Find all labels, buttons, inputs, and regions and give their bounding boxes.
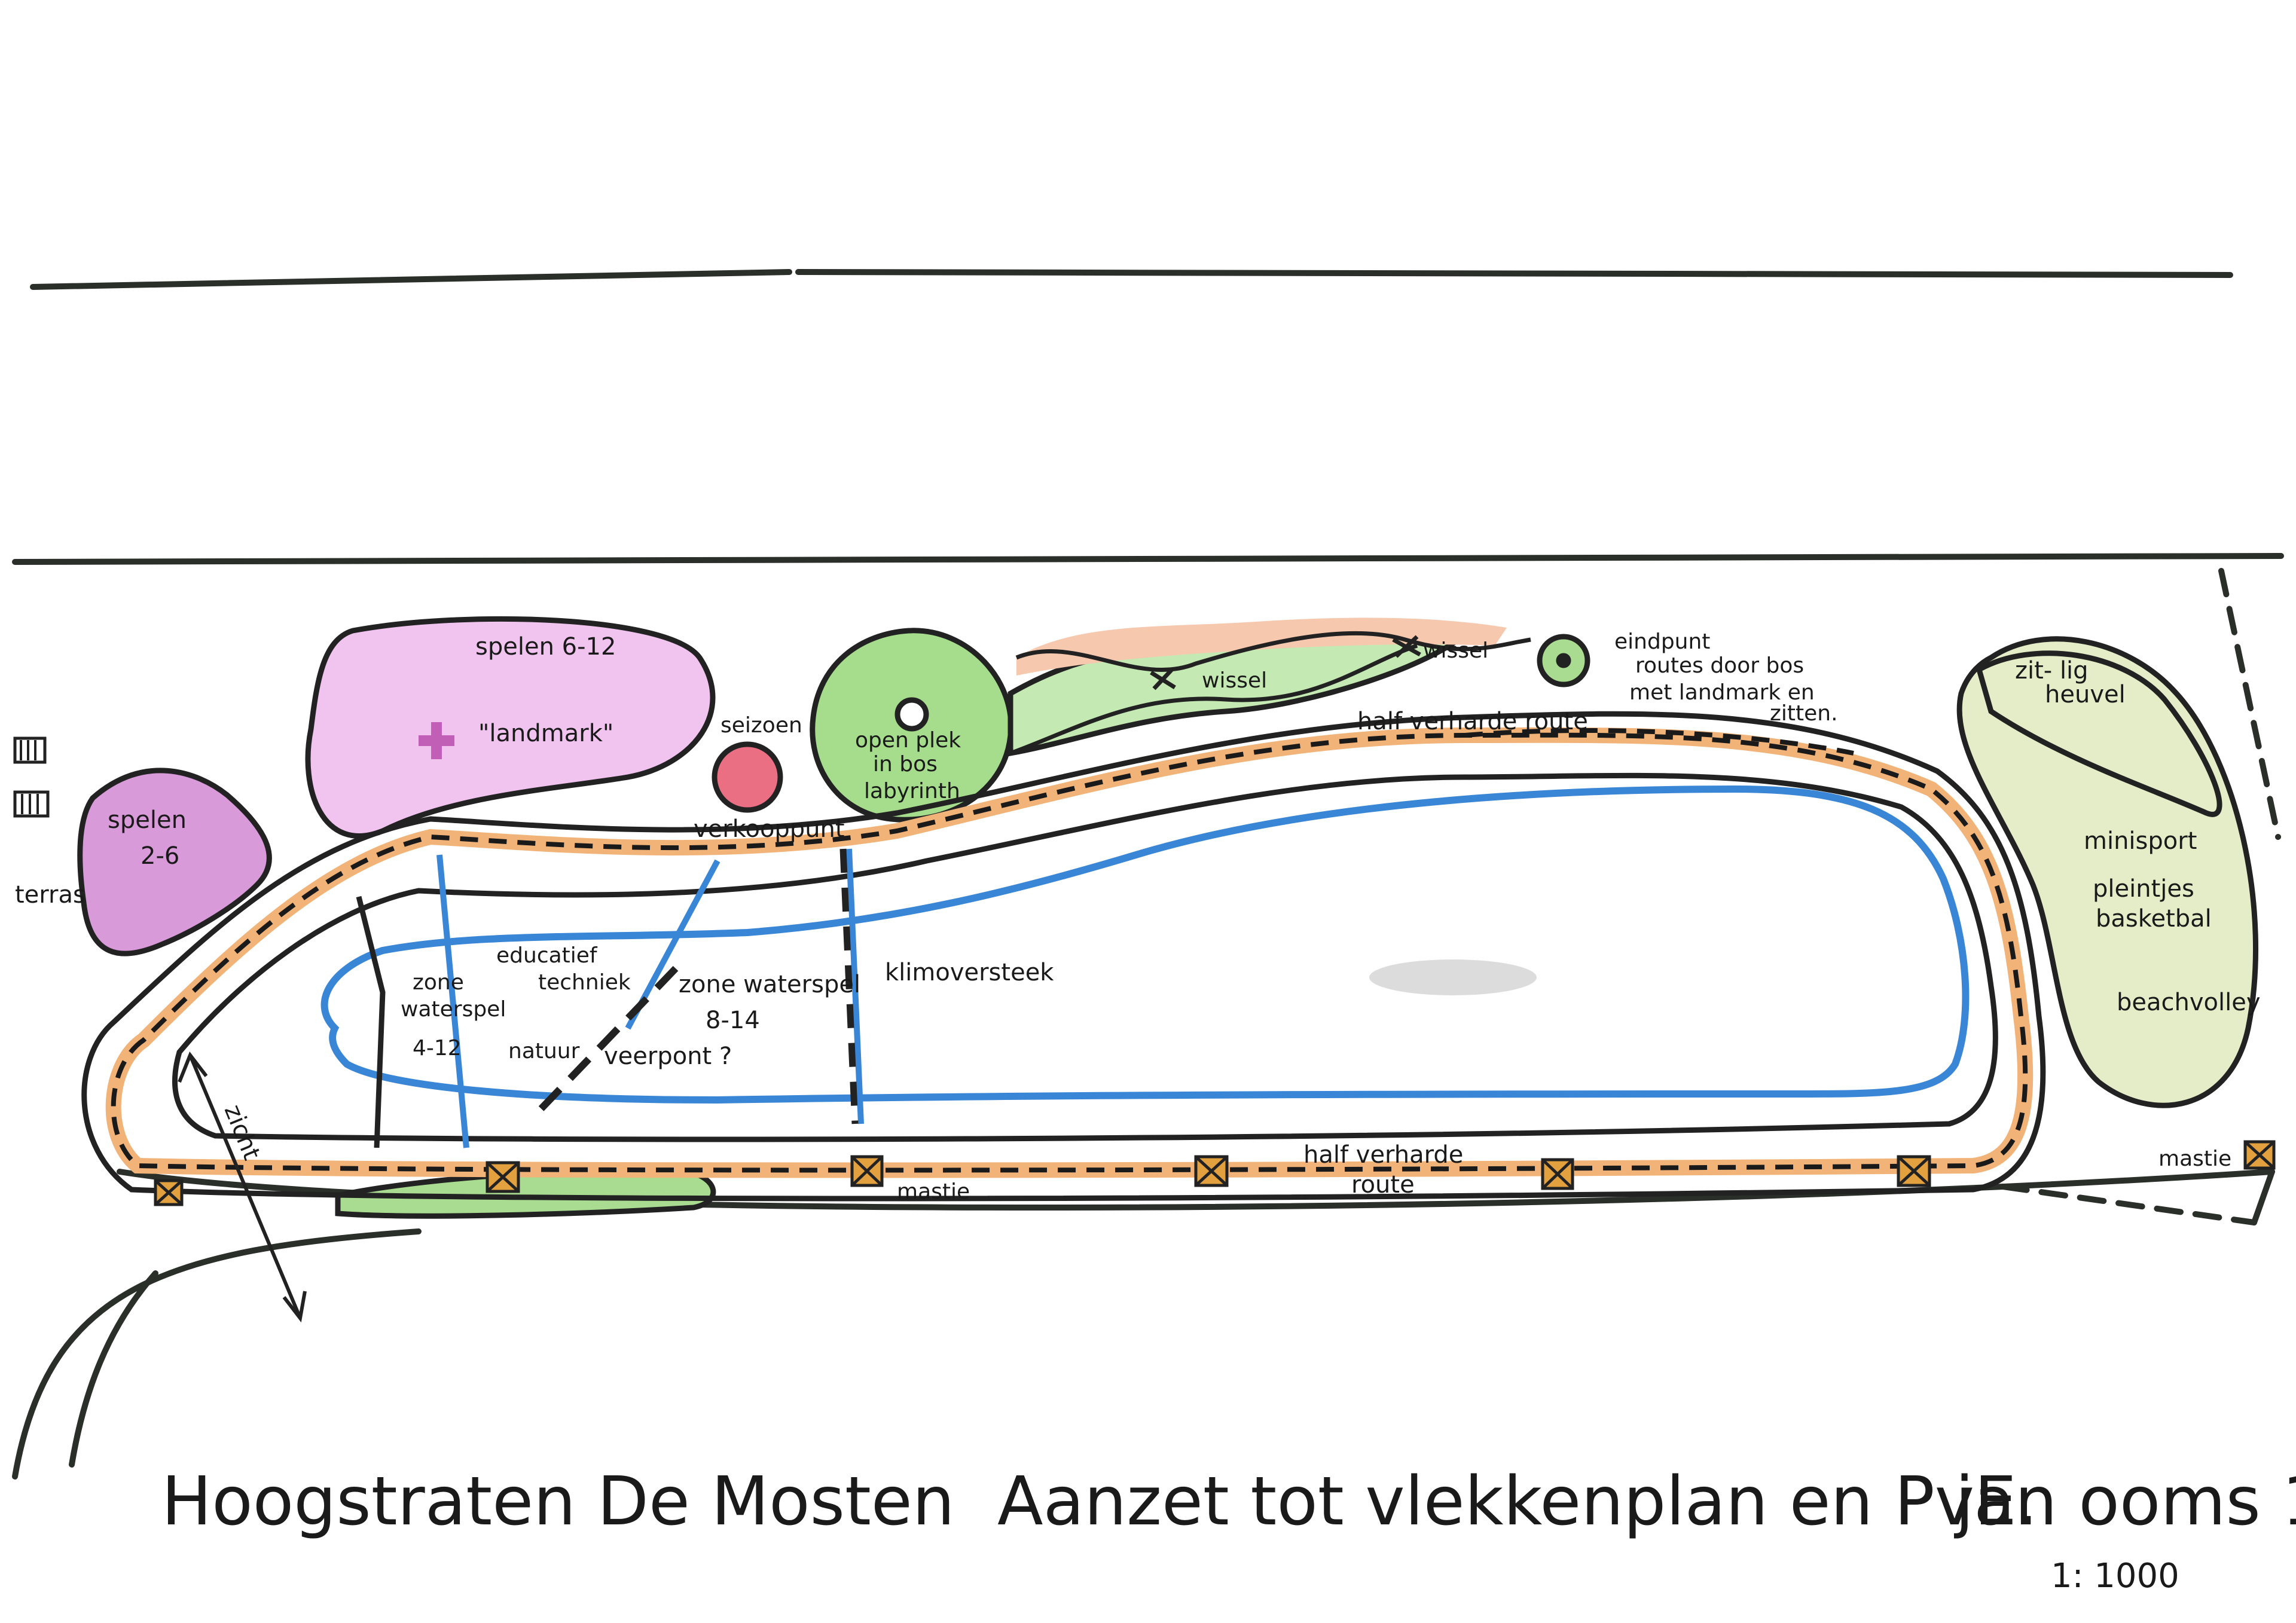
zit-lig-heuvel-inner (1976, 650, 2222, 817)
mast-icon (850, 1155, 884, 1187)
zone-spelen-6-12 (305, 616, 716, 839)
road-curve-lower-2 (69, 1270, 158, 1468)
label-spelen-2-6-b: 2-6 (141, 842, 179, 870)
forest-routes (1009, 631, 1531, 756)
label-eindpunt-2: routes door bos (1635, 653, 1804, 678)
terras-icon-2 (13, 790, 50, 818)
forest-route-upper (1015, 631, 1531, 672)
semi-paved-route (105, 727, 2034, 1178)
forest-route-lower (1009, 643, 1418, 756)
veerpont-crossing-dashed (535, 965, 679, 1115)
road-right-end (2251, 1169, 2275, 1225)
map-author: jan ooms 15/8 (1953, 1463, 2296, 1541)
label-zit-lig-2: heuvel (2045, 681, 2126, 708)
crossing-left-blue-a (436, 854, 469, 1148)
label-mastie-1: mastie (897, 1179, 970, 1204)
road-right-lower-dashed (2000, 1184, 2257, 1225)
wissel-marker-1 (1150, 668, 1176, 690)
label-minisport: minisport (2084, 827, 2197, 855)
label-klimoversteek: klimoversteek (885, 959, 1054, 986)
mast-icons (154, 1140, 2276, 1206)
title-block: Hoogstraten De Mosten Aanzet tot vlekken… (161, 1463, 2296, 1596)
label-mastie-2: mastie (2158, 1147, 2231, 1171)
label-spelen-2-6-a: spelen (108, 806, 187, 834)
semi-paved-route-dashed-extension (1464, 728, 1854, 756)
label-open-plek-2: in bos (873, 752, 938, 777)
terras-icons (13, 736, 50, 818)
label-half-route-bottom-1: half verharde (1303, 1141, 1463, 1169)
label-eindpunt-4: zitten. (1770, 701, 1838, 726)
road-right-top-dashed (2218, 568, 2281, 840)
label-open-plek-1: open plek (855, 728, 961, 753)
label-zone-ws-4-3: 4-12 (413, 1036, 462, 1060)
landmark-icon (419, 722, 454, 759)
label-zone-ws-8-2: 8-14 (706, 1007, 760, 1034)
road-line-second (12, 553, 2284, 565)
label-zit-lig-1: zit- lig (2015, 657, 2089, 684)
road-line-top (30, 269, 2233, 290)
label-zone-ws-8-1: zone waterspel (679, 971, 860, 998)
label-educatief-1: educatief (496, 943, 598, 968)
lake-crossings (356, 848, 864, 1148)
klimoversteek-dashed (839, 848, 859, 1124)
label-half-route-top: half verharde route (1357, 708, 1588, 735)
terras-icon-1 (13, 736, 47, 764)
label-beachvolley: beachvolley (2117, 989, 2261, 1016)
mast-icon (154, 1179, 184, 1206)
label-zone-ws-4-1: zone (413, 970, 464, 995)
view-arrow (178, 1052, 307, 1323)
crossing-left-black-b (356, 895, 386, 1148)
mast-icon (1541, 1158, 1574, 1190)
label-veerpont: veerpont ? (604, 1043, 732, 1070)
label-educatief-2: techniek (538, 970, 631, 995)
label-natuur: natuur (508, 1039, 580, 1063)
mast-icon (1897, 1155, 1931, 1187)
klimoversteek-blue (846, 848, 864, 1124)
label-seizoen: seizoen (720, 713, 802, 738)
label-half-route-bottom-2: route (1351, 1171, 1415, 1199)
label-eindpunt-3: met landmark en (1629, 680, 1815, 705)
eindpunt-dot (1556, 653, 1571, 668)
label-spelen-6-12: spelen 6-12 (475, 633, 616, 661)
path-rings (81, 711, 2046, 1202)
semi-paved-route-dashes (111, 732, 2028, 1173)
label-wissel-2: wissel (1423, 638, 1488, 663)
label-zicht: zicht (219, 1101, 265, 1164)
road-curve-lower (12, 1228, 422, 1480)
mast-icon (1194, 1155, 1229, 1187)
seizoen-circle (712, 741, 783, 813)
label-verkooppunt: verkooppunt (694, 815, 845, 843)
label-landmark: "landmark" (478, 720, 613, 747)
label-open-plek-3: labyrinth (864, 779, 960, 803)
mast-icon (486, 1161, 520, 1193)
label-eindpunt-1: eindpunt (1614, 629, 1710, 654)
mast-icon (2243, 1140, 2276, 1170)
inner-path-ring (172, 772, 1998, 1142)
label-terras: terras (15, 881, 86, 909)
smudge (1369, 959, 1537, 995)
label-pleintjes: pleintjes (2093, 875, 2194, 903)
label-zone-ws-4-2: waterspel (401, 997, 506, 1022)
map-title: Hoogstraten De Mosten Aanzet tot vlekken… (161, 1463, 2038, 1541)
wissel-marker-2 (1392, 635, 1421, 658)
outer-path-ring (81, 711, 2046, 1202)
labyrinth-open-spot (894, 697, 929, 732)
map-scale: 1: 1000 (2051, 1557, 2179, 1596)
label-basketbal: basketbal (2096, 905, 2212, 933)
lake (320, 785, 1970, 1104)
label-wissel-1: wissel (1202, 668, 1267, 693)
zone-spelen-2-6 (77, 768, 272, 956)
